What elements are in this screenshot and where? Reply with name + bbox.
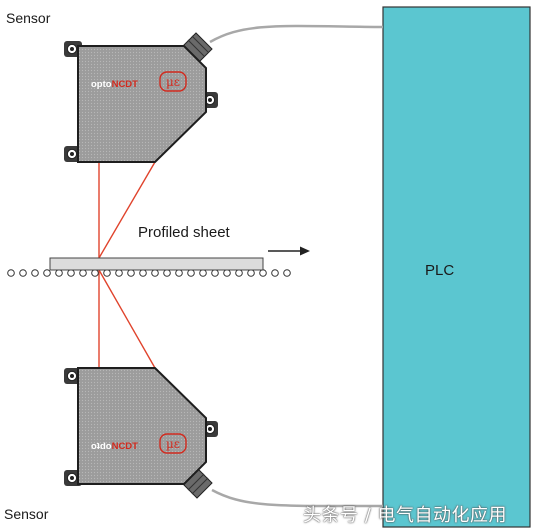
svg-text:optoNCDT: optoNCDT: [91, 79, 138, 90]
right-arrow-icon: [268, 246, 310, 256]
bottom-laser-receive: [98, 269, 156, 369]
roller-circle-icon: [103, 269, 111, 277]
sensor-top-label: Sensor: [6, 10, 51, 26]
roller-circle-icon: [235, 269, 243, 277]
roller-circle-icon: [7, 269, 15, 277]
roller-circle-icon: [247, 269, 255, 277]
brand-name-mirrored: NCDT: [112, 441, 139, 452]
brand-logo: µε: [166, 437, 180, 451]
sheet-label: Profiled sheet: [138, 224, 230, 241]
roller-circle-icon: [79, 269, 87, 277]
brand-prefix: opto: [91, 79, 112, 90]
svg-text:oʇdoNCDT: oʇdoNCDT: [91, 441, 138, 452]
roller-circle-icon: [67, 269, 75, 277]
sensor-body: [77, 45, 207, 163]
roller-circle-icon: [175, 269, 183, 277]
top-laser-receive: [98, 161, 156, 259]
roller-circle-icon: [187, 269, 195, 277]
profiled-sheet: [49, 257, 264, 271]
bottom-sensor-cable: [211, 488, 384, 508]
roller-circle-icon: [31, 269, 39, 277]
bottom-sensor: oʇdoNCDT µε: [64, 367, 218, 499]
roller-circle-icon: [19, 269, 27, 277]
roller-circle-icon: [211, 269, 219, 277]
top-sensor-cable: [209, 24, 384, 44]
brand-logo: µε: [166, 75, 180, 89]
brand-logo-box: [159, 71, 187, 92]
brand-logo-box: [159, 433, 187, 454]
roller-circle-icon: [163, 269, 171, 277]
sensor-body: [77, 367, 207, 485]
roller-circle-icon: [151, 269, 159, 277]
roller-row: [7, 269, 291, 277]
top-sensor: optoNCDT µε: [64, 32, 218, 163]
plc-label: PLC: [425, 262, 455, 279]
roller-circle-icon: [43, 269, 51, 277]
roller-circle-icon: [199, 269, 207, 277]
roller-circle-icon: [259, 269, 267, 277]
roller-circle-icon: [283, 269, 291, 277]
sensor-bottom-label: Sensor: [4, 506, 49, 522]
watermark: 头条号 / 电气自动化应用: [303, 505, 508, 526]
roller-circle-icon: [271, 269, 279, 277]
roller-circle-icon: [115, 269, 123, 277]
roller-circle-icon: [223, 269, 231, 277]
laser-beams: [98, 161, 156, 369]
roller-circle-icon: [91, 269, 99, 277]
plc-block: [382, 6, 531, 528]
roller-circle-icon: [55, 269, 63, 277]
roller-circle-icon: [139, 269, 147, 277]
roller-circle-icon: [127, 269, 135, 277]
brand-prefix-mirrored: oʇdo: [91, 441, 112, 452]
brand-name: NCDT: [112, 79, 139, 90]
